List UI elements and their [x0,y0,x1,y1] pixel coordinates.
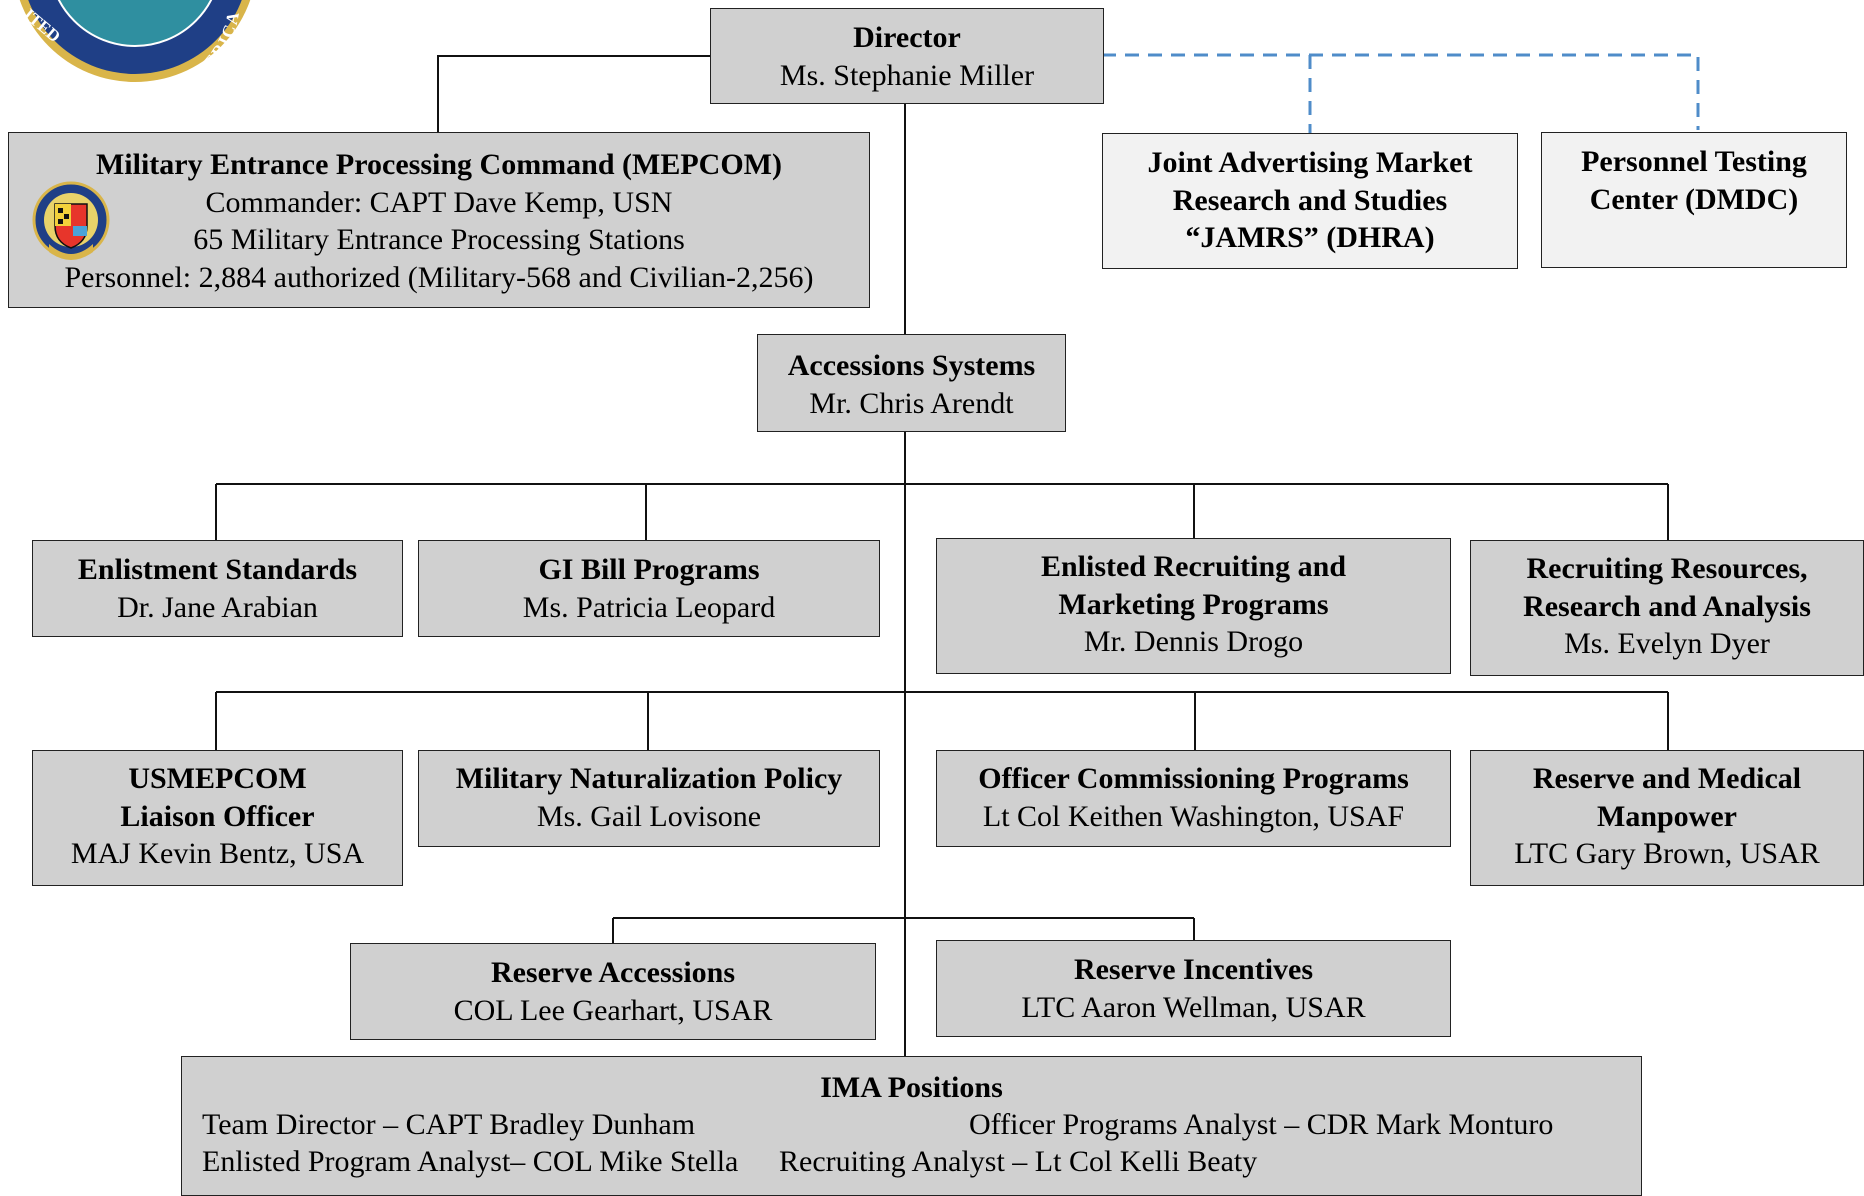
row2-box-naturalization-policy: Military Naturalization Policy Ms. Gail … [418,750,880,847]
box-title-line1: Reserve and Medical [1532,762,1802,795]
box-name: Ms. Patricia Leopard [522,590,776,624]
director-name: Ms. Stephanie Miller [779,58,1035,92]
row2-box-reserve-medical: Reserve and Medical Manpower LTC Gary Br… [1470,750,1864,886]
dashed-connector [1102,53,1700,133]
mepcom-title: Military Entrance Processing Command (ME… [95,148,782,181]
row2-box-officer-commissioning: Officer Commissioning Programs Lt Col Ke… [936,750,1451,847]
row1-box-gi-bill: GI Bill Programs Ms. Patricia Leopard [418,540,880,637]
row1-box-recruiting-resources: Recruiting Resources, Research and Analy… [1470,540,1864,676]
ima-team-director: Team Director – CAPT Bradley Dunham [202,1108,696,1141]
jamrs-line2: Research and Studies [1172,183,1448,217]
accessions-title: Accessions Systems [787,349,1036,382]
jamrs-line3: “JAMRS” (DHRA) [1185,221,1435,254]
row2-box-usmepcom-liaison: USMEPCOM Liaison Officer MAJ Kevin Bentz… [32,750,403,886]
box-title-line1: Enlisted Recruiting and [1040,550,1347,583]
box-name: COL Lee Gearhart, USAR [453,993,773,1027]
row1-box-enlistment-standards: Enlistment Standards Dr. Jane Arabian [32,540,403,637]
accessions-box: Accessions Systems Mr. Chris Arendt [757,334,1066,432]
mepcom-stations: 65 Military Entrance Processing Stations [193,223,685,256]
box-name: Ms. Gail Lovisone [536,799,762,833]
box-name: Ms. Evelyn Dyer [1564,627,1770,660]
ima-recruiting-analyst: Recruiting Analyst – Lt Col Kelli Beaty [779,1145,1258,1178]
box-name: Dr. Jane Arabian [117,590,318,624]
box-title-line1: USMEPCOM [128,762,307,795]
jamrs-box: Joint Advertising Market Research and St… [1102,133,1518,269]
box-title: GI Bill Programs [538,553,760,586]
accessions-name: Mr. Chris Arendt [809,386,1014,420]
box-title: Enlistment Standards [77,553,358,586]
box-name: LTC Aaron Wellman, USAR [1021,990,1366,1024]
director-title: Director [853,21,961,54]
ima-title: IMA Positions [820,1071,1003,1104]
ima-positions-box: IMA Positions Team Director – CAPT Bradl… [181,1056,1642,1196]
box-title: Officer Commissioning Programs [978,762,1409,795]
ima-enlisted-analyst: Enlisted Program Analyst– COL Mike Stell… [202,1145,739,1178]
box-title-line1: Recruiting Resources, [1526,552,1808,585]
box-title-line2: Research and Analysis [1523,589,1811,623]
box-name: LTC Gary Brown, USAR [1514,837,1820,870]
box-title: Reserve Accessions [490,956,736,989]
row3-box-reserve-accessions: Reserve Accessions COL Lee Gearhart, USA… [350,943,876,1040]
row3-box-reserve-incentives: Reserve Incentives LTC Aaron Wellman, US… [936,940,1451,1037]
mepcom-emblem-icon [32,181,110,260]
box-name: MAJ Kevin Bentz, USA [70,837,365,870]
box-title-line2: Marketing Programs [1058,587,1329,621]
box-title-line2: Liaison Officer [120,799,315,833]
box-name: Lt Col Keithen Washington, USAF [982,799,1405,833]
director-box: Director Ms. Stephanie Miller [710,8,1104,104]
box-title: Military Naturalization Policy [455,762,843,795]
mepcom-commander: Commander: CAPT Dave Kemp, USN [205,185,673,219]
row1-box-enlisted-recruiting: Enlisted Recruiting and Marketing Progra… [936,538,1451,674]
box-name: Mr. Dennis Drogo [1083,625,1304,658]
ima-officer-analyst: Officer Programs Analyst – CDR Mark Mont… [969,1108,1554,1141]
ptc-box: Personnel Testing Center (DMDC) [1541,132,1847,268]
ptc-line1: Personnel Testing [1581,145,1807,178]
mepcom-personnel: Personnel: 2,884 authorized (Military-56… [64,260,814,294]
seal-logo: STATES OF AMERICA ITED [19,0,251,90]
box-title: Reserve Incentives [1073,953,1314,986]
ptc-line2: Center (DMDC) [1589,182,1799,216]
box-title-line2: Manpower [1597,799,1737,833]
jamrs-line1: Joint Advertising Market [1147,146,1473,179]
mepcom-box: Military Entrance Processing Command (ME… [8,132,870,308]
